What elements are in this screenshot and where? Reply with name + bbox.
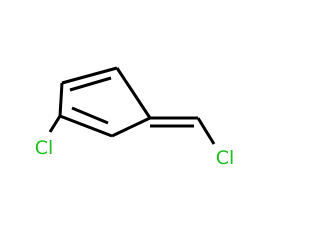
atom-label-cl-ring: Cl	[35, 137, 54, 159]
bond-c1-c2	[115, 67, 152, 119]
bond-c6-cl	[196, 117, 216, 145]
bond-c4-c5	[59, 114, 113, 138]
bond-c4-cl	[48, 115, 62, 133]
bond-c5-c1	[111, 116, 151, 138]
bond-c2-c3-inner	[69, 76, 112, 92]
chemical-structure: Cl Cl	[35, 66, 235, 169]
bond-c3-c4	[58, 82, 64, 117]
bond-c2-c3	[61, 66, 118, 85]
bond-c4-c5-inner	[71, 106, 109, 125]
atom-label-cl-vinyl: Cl	[216, 147, 235, 169]
